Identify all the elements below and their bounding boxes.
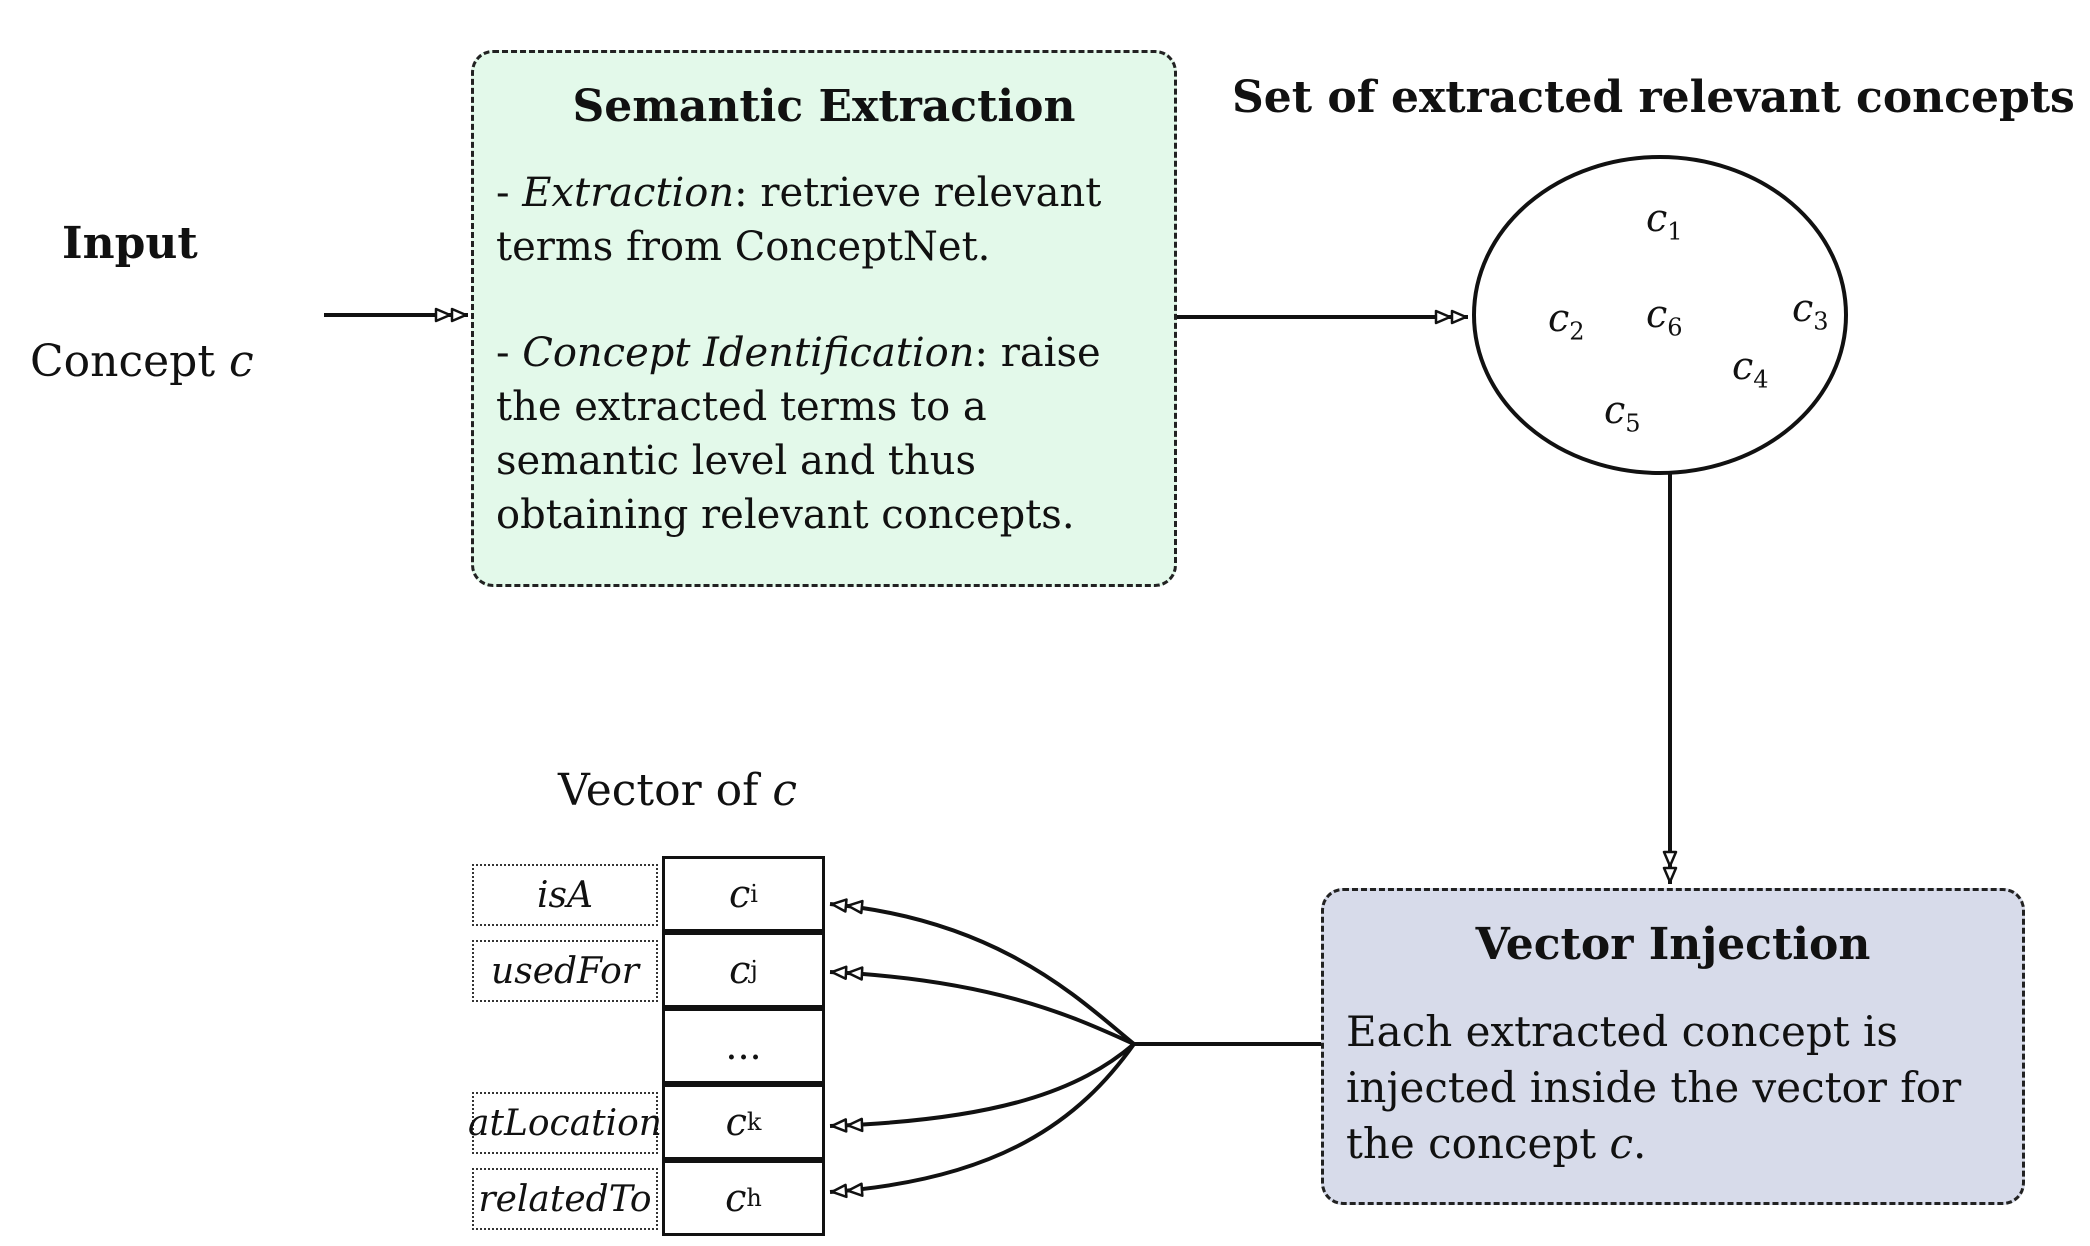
input-title: Input xyxy=(62,218,198,269)
identification-dash: - xyxy=(496,330,523,376)
vector-title: Vector of c xyxy=(558,765,797,816)
vector-cell-base: c xyxy=(729,948,751,992)
extraction-term: Extraction xyxy=(522,170,735,216)
concept-element-base: c xyxy=(1646,196,1668,240)
concept-element-sub: 3 xyxy=(1813,307,1829,336)
vector-cell-base: c xyxy=(729,872,751,916)
extraction-step: - Extraction: retrieve relevant terms fr… xyxy=(496,166,1152,274)
vector-title-text: Vector of xyxy=(558,765,773,816)
arrow-hub-to-ch xyxy=(829,1042,1136,1199)
extraction-dash: - xyxy=(496,170,523,216)
relation-label: relatedTo xyxy=(472,1168,658,1230)
concept-element-sub: 1 xyxy=(1667,217,1683,246)
semantic-extraction-title: Semantic Extraction xyxy=(572,81,1076,132)
vector-injection-title: Vector Injection xyxy=(1475,919,1871,970)
concept-set-title: Set of extracted relevant concepts C xyxy=(1232,72,2090,123)
concept-set-title-text: Set of extracted relevant concepts xyxy=(1232,72,2090,123)
concept-element: c6 xyxy=(1646,292,1683,342)
identification-description: : raise the extracted terms to a semanti… xyxy=(496,330,1101,538)
concept-element: c1 xyxy=(1646,196,1683,246)
identification-term: Concept Identification xyxy=(522,330,975,376)
concept-element: c4 xyxy=(1732,344,1769,394)
input-concept-text: Concept xyxy=(30,336,230,387)
vector-injection-var: c xyxy=(1609,1119,1634,1168)
relation-label: usedFor xyxy=(472,940,658,1002)
arrow-hub-to-ck xyxy=(829,1042,1136,1133)
concept-element-sub: 4 xyxy=(1753,365,1769,394)
relation-label: atLocation xyxy=(468,1092,662,1154)
concept-element: c3 xyxy=(1792,286,1829,336)
vector-cell-sub: k xyxy=(746,1108,762,1136)
vector-cell-base: ... xyxy=(725,1024,762,1068)
concept-set-ellipse xyxy=(1472,155,1848,475)
concept-element: c2 xyxy=(1548,296,1585,346)
vector-cell-sub: j xyxy=(750,956,758,984)
arrow-hub-to-ci xyxy=(829,898,1136,1046)
concept-element-base: c xyxy=(1604,388,1626,432)
relation-label: isA xyxy=(472,864,658,926)
vector-cell-ellipsis: ... xyxy=(662,1008,825,1084)
concept-element-sub: 2 xyxy=(1569,317,1585,346)
vector-injection-text: Each extracted concept is injected insid… xyxy=(1346,1007,1962,1168)
concept-identification-step: - Concept Identification: raise the extr… xyxy=(496,326,1152,542)
extraction-description: : retrieve relevant terms from ConceptNe… xyxy=(496,170,1102,270)
arrow-hub-to-cj xyxy=(829,965,1135,1046)
vector-cell-base: c xyxy=(725,1176,747,1220)
concept-element-base: c xyxy=(1792,286,1814,330)
concept-element-sub: 5 xyxy=(1625,409,1641,438)
vector-cell-base: c xyxy=(725,1100,747,1144)
concept-element-base: c xyxy=(1732,344,1754,388)
concept-element: c5 xyxy=(1604,388,1641,438)
input-concept-var: c xyxy=(229,336,254,387)
concept-element-base: c xyxy=(1548,296,1570,340)
vector-title-var: c xyxy=(772,765,798,816)
vector-injection-box: Vector Injection Each extracted concept … xyxy=(1321,888,2025,1205)
vector-cell-sub: h xyxy=(746,1184,762,1212)
input-concept-label: Concept c xyxy=(30,336,254,387)
vector-injection-description: Each extracted concept is injected insid… xyxy=(1346,1004,2000,1172)
semantic-extraction-box: Semantic Extraction - Extraction: retrie… xyxy=(471,50,1177,587)
vector-injection-suffix: . xyxy=(1633,1119,1647,1168)
concept-element-base: c xyxy=(1646,292,1668,336)
concept-element-sub: 6 xyxy=(1667,313,1683,342)
vector-cell-sub: i xyxy=(750,880,758,908)
